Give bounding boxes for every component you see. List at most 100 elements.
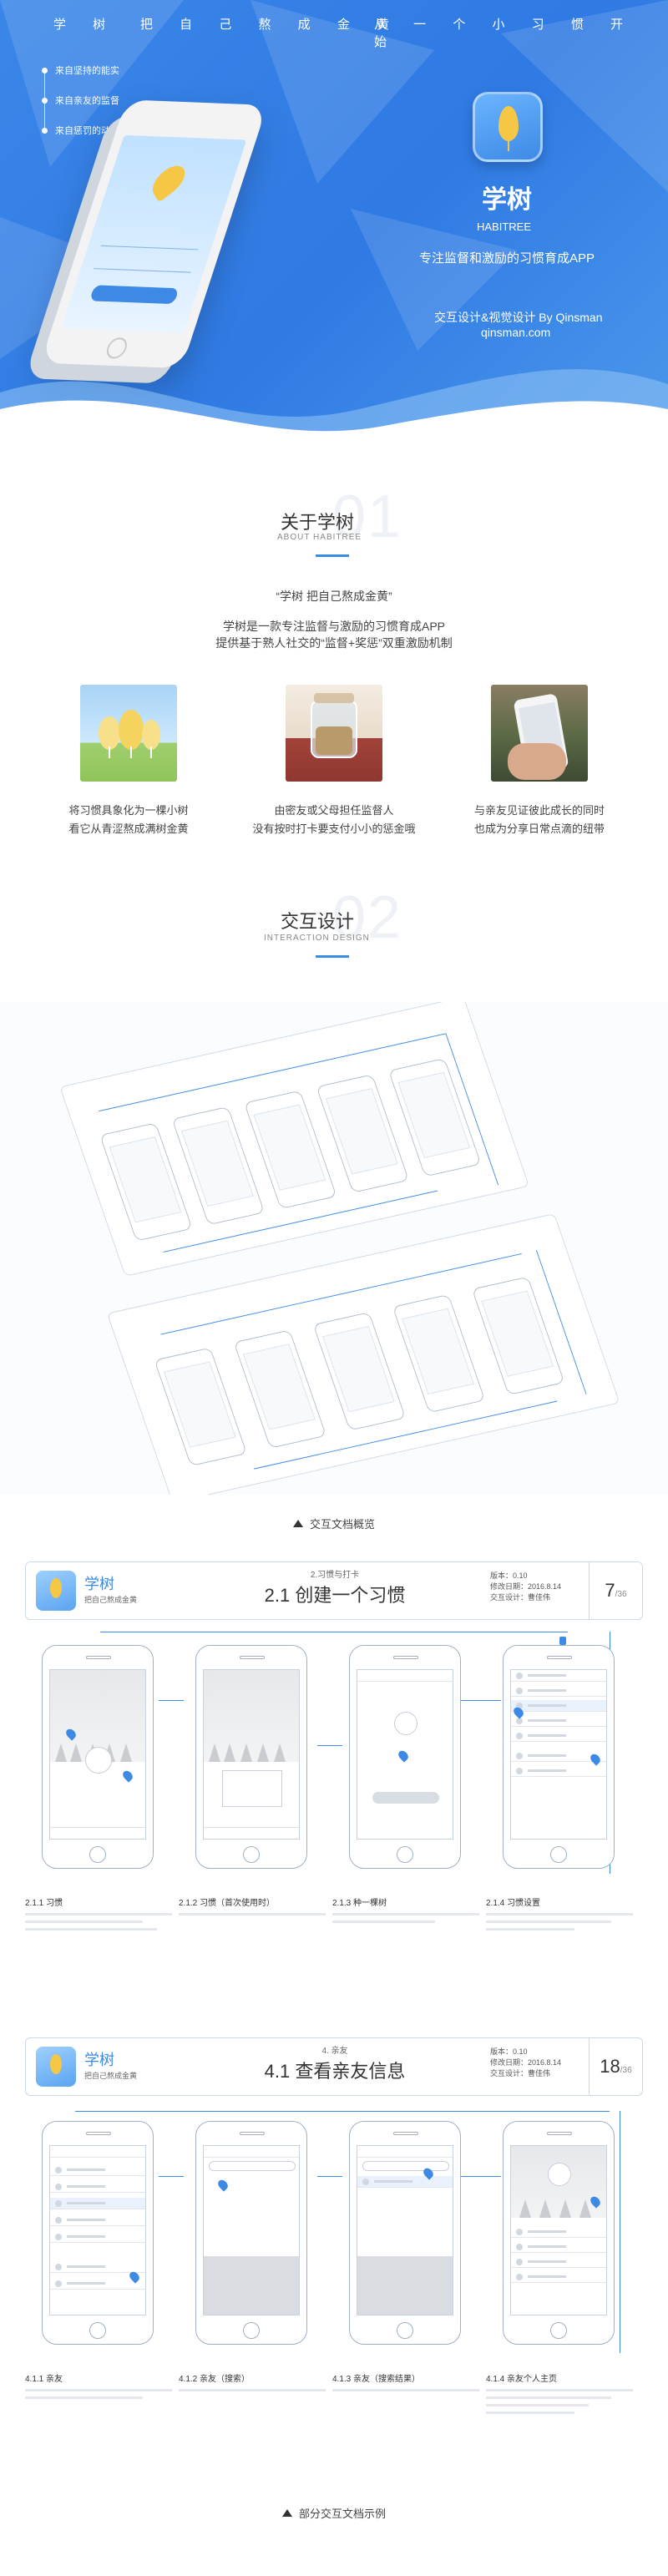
wireframe-phone <box>195 1645 307 1869</box>
card-text: 由密友或父母担任监督人 没有按时打卡要支付小小的惩金哦 <box>250 802 418 838</box>
app-logo-icon <box>36 1571 76 1611</box>
section-divider <box>316 554 349 557</box>
coins-jar-photo <box>286 685 382 782</box>
about-description: 提供基于熟人社交的“监督+奖惩”双重激励机制 <box>215 636 453 650</box>
spec-sheet: 学树 把自己熬成金黄 2.习惯与打卡 2.1 创建一个习惯 版本：0.10 修改… <box>25 1561 643 1962</box>
meta-author: 交互设计：曹佳伟 <box>490 1593 551 1602</box>
meta-date: 修改日期：2016.8.14 <box>490 1582 562 1591</box>
feature-label: 来自亲友的监督 <box>55 96 119 106</box>
feature-item: 来自坚持的能实 <box>37 65 119 95</box>
feature-list: 来自坚持的能实 来自亲友的监督 来自惩罚的动力 <box>37 65 119 155</box>
spec-chapter: 4. 亲友 <box>321 2047 348 2056</box>
note-title: 2.1.2 习惯（首次使用时） <box>179 1899 276 1908</box>
feature-card: 由密友或父母担任监督人 没有按时打卡要支付小小的惩金哦 <box>250 685 418 838</box>
feature-item: 来自惩罚的动力 <box>37 125 119 155</box>
page-current: 7 <box>605 1580 615 1601</box>
leaf-icon <box>148 159 190 203</box>
annotation-pin-icon <box>396 1749 411 1763</box>
annotation-pin-icon <box>120 1769 135 1783</box>
meta-author: 交互设计：曹佳伟 <box>490 2069 551 2078</box>
bullet-icon <box>42 128 48 134</box>
about-quote: “学树 把自己熬成金黄” <box>276 590 392 603</box>
note-title: 2.1.1 习惯 <box>25 1899 63 1908</box>
flow-connector <box>317 2176 342 2177</box>
triangle-up-icon <box>281 2509 292 2517</box>
password-field <box>93 255 195 273</box>
hero-banner: 学 树 把 自 己 熬 成 金 黄 从 一 个 小 习 惯 开 始 来自坚持的能… <box>0 0 668 434</box>
spec-app-name: 学树 <box>84 1576 114 1592</box>
wireframe-overview <box>0 1002 668 1495</box>
app-name: 学树 <box>482 186 532 214</box>
section-subtitle: INTERACTION DESIGN <box>264 934 370 943</box>
tagline-word: 从 一 个 小 习 惯 开 始 <box>374 18 635 49</box>
hand-phone-photo <box>491 685 588 782</box>
section-number: 01 <box>332 483 403 550</box>
page-current: 18 <box>600 2056 620 2077</box>
caption-text: 部分交互文档示例 <box>298 2508 386 2520</box>
app-english-name: HABITREE <box>477 220 532 233</box>
page-number: 18/36 <box>589 2038 642 2095</box>
bottom-caption: 部分交互文档示例 <box>0 2505 668 2521</box>
login-button <box>89 285 180 305</box>
card-line: 也成为分享日常点滴的纽带 <box>473 822 605 835</box>
feature-label: 来自惩罚的动力 <box>55 126 119 136</box>
annotation-tag <box>559 1637 566 1645</box>
phone-screen <box>61 134 247 333</box>
card-line: 将习惯具象化为一棵小树 <box>68 804 189 817</box>
flow-connector <box>459 2176 501 2177</box>
note-title: 4.1.1 亲友 <box>25 2375 63 2384</box>
feature-item: 来自亲友的监督 <box>37 95 119 125</box>
website-link[interactable]: qinsman.com <box>481 326 551 339</box>
spec-header: 学树 把自己熬成金黄 4. 亲友 4.1 查看亲友信息 版本：0.10 修改日期… <box>25 2037 643 2096</box>
note-title: 4.1.2 亲友（搜索） <box>179 2375 250 2384</box>
wireframe-phone <box>503 1645 615 1869</box>
tagline-word: 把 自 己 熬 成 金 黄 <box>140 18 402 32</box>
card-line: 与亲友见证彼此成长的同时 <box>473 804 605 817</box>
flow-connector <box>75 2111 610 2112</box>
feature-card: 与亲友见证彼此成长的同时 也成为分享日常点滴的纽带 <box>456 685 623 838</box>
app-logo-icon <box>36 2047 76 2087</box>
spec-app-tag: 把自己熬成金黄 <box>84 2072 138 2080</box>
wireframe-phone <box>349 2121 461 2345</box>
meta-date: 修改日期：2016.8.14 <box>490 2058 562 2067</box>
spec-header: 学树 把自己熬成金黄 2.习惯与打卡 2.1 创建一个习惯 版本：0.10 修改… <box>25 1561 643 1620</box>
note-block: 2.1.3 种一棵树 <box>332 1895 479 1928</box>
flow-connector <box>159 1700 184 1701</box>
section-divider <box>316 955 349 958</box>
note-block: 4.1.3 亲友（搜索结果） <box>332 2371 479 2396</box>
spec-notes: 4.1.1 亲友 4.1.2 亲友（搜索） 4.1.3 亲友（搜索结果） 4.1… <box>25 2371 643 2438</box>
keyboard <box>204 2256 299 2315</box>
note-block: 4.1.1 亲友 <box>25 2371 172 2404</box>
section-title: 关于学树 <box>281 512 355 533</box>
meta-version: 版本：0.10 <box>490 2047 528 2056</box>
annotation-pin-icon <box>215 2178 230 2192</box>
flow-connector <box>317 1745 342 1746</box>
hero-tagline: 学 树 把 自 己 熬 成 金 黄 从 一 个 小 习 惯 开 始 <box>0 15 668 49</box>
spec-chapter: 2.习惯与打卡 <box>310 1571 360 1580</box>
keyboard <box>357 2256 453 2315</box>
triangle-up-icon <box>292 1520 303 1527</box>
page-number: 7/36 <box>589 1562 642 1619</box>
spec-wireframes <box>25 2096 643 2371</box>
meta-version: 版本：0.10 <box>490 1571 528 1580</box>
card-text: 将习惯具象化为一棵小树 看它从青涩熬成满树金黄 <box>45 802 212 838</box>
about-description: 学树是一款专注监督与激励的习惯育成APP <box>222 620 445 633</box>
tagline-word: 学 树 <box>53 18 118 32</box>
note-title: 2.1.4 习惯设置 <box>486 1899 541 1908</box>
overview-caption: 交互文档概览 <box>0 1516 668 1531</box>
spec-wireframes <box>25 1620 643 1895</box>
flow-connector <box>459 1700 501 1701</box>
wireframe-phone <box>503 2121 615 2345</box>
note-block: 4.1.4 亲友个人主页 <box>486 2371 633 2419</box>
spec-title: 4.1 查看亲友信息 <box>264 2061 406 2082</box>
card-line: 看它从青涩熬成满树金黄 <box>68 822 189 835</box>
caption-text: 交互文档概览 <box>309 1518 375 1531</box>
spec-app-name: 学树 <box>84 2052 114 2068</box>
designer-credit: 交互设计&视觉设计 By Qinsman <box>434 311 603 324</box>
flow-connector <box>159 2176 184 2177</box>
spec-meta: 版本：0.10 修改日期：2016.8.14 交互设计：曹佳伟 <box>490 1571 561 1603</box>
section-number: 02 <box>332 884 403 951</box>
card-line: 由密友或父母担任监督人 <box>274 804 394 817</box>
note-block: 2.1.1 习惯 <box>25 1895 172 1936</box>
